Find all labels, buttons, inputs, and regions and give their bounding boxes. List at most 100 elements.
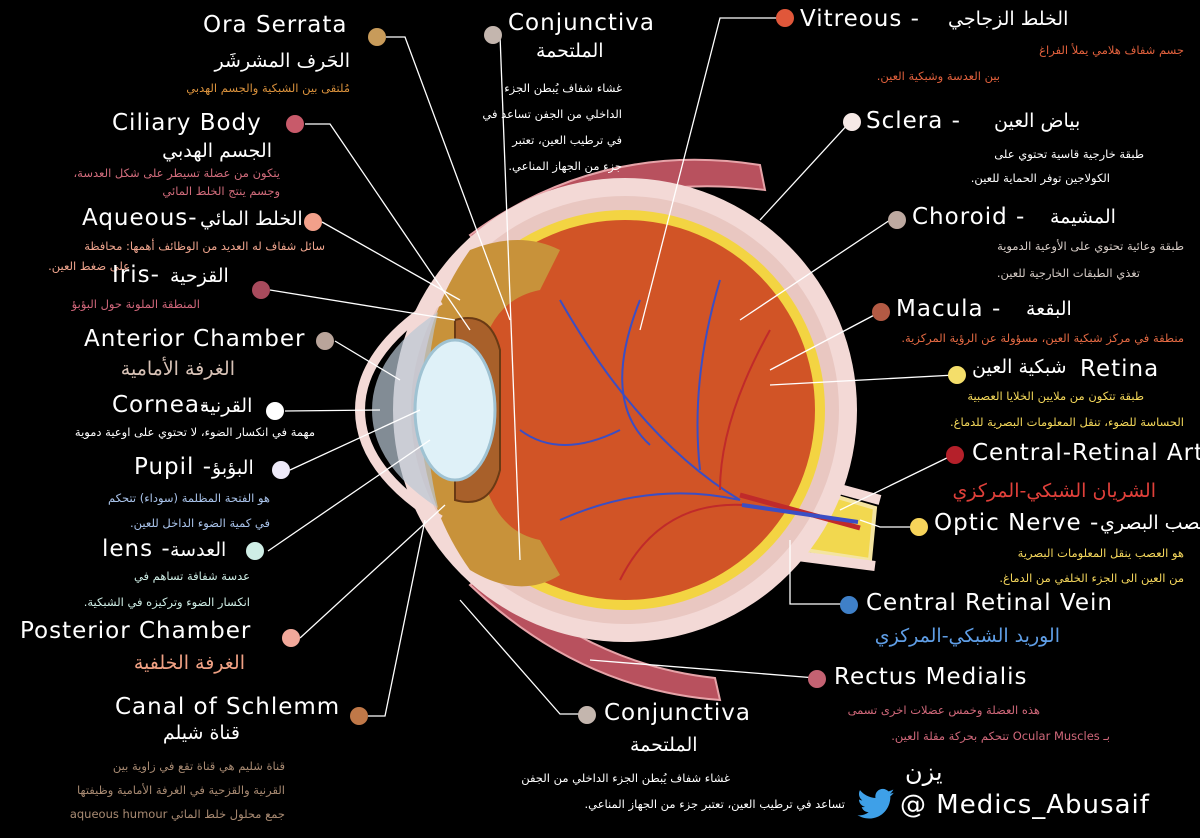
iris-label: Iris- (112, 262, 160, 288)
central-retinal-vein (741, 503, 859, 524)
macula-label: Macula - (896, 296, 1002, 322)
pupil-dot (272, 461, 290, 479)
anterior-chamber-shape (372, 312, 438, 508)
retina-dot (948, 366, 966, 384)
macula-arabic: البقعة (1026, 298, 1072, 320)
sclera-dot (843, 113, 861, 131)
canal-of-schlemm-arabic: قناة شيلم (162, 722, 240, 744)
conjunctiva-bottom-desc-2: تساعد في ترطيب العين، تعتبر جزء من الجها… (584, 797, 845, 811)
central-retinal-vein-arabic: الوريد الشبكي-المركزي (874, 625, 1060, 647)
iris-desc: المنطقة الملونة حول البؤبؤ (71, 297, 200, 311)
cornea-arabic: القرنية (200, 395, 253, 417)
canal-of-schlemm-desc-3: جمع محلول خلط المائي aqueous humour (69, 807, 285, 821)
posterior-chamber-label: Posterior Chamber (20, 618, 252, 644)
pupil-desc-1: هو الفتحة المظلمة (سوداء) تتحكم (108, 491, 270, 505)
conjunctiva-top-desc-4: جزء من الجهاز المناعي. (508, 159, 622, 173)
ora-serrata-dot (368, 28, 386, 46)
aqueous-arabic: الخلط المائي (200, 208, 303, 230)
aqueous-desc-2: على ضغط العين. (48, 259, 130, 273)
optic-nerve-arabic: العصب البصري (1100, 512, 1200, 534)
leader-lines (267, 17, 956, 717)
optic-nerve-desc-2: من العين الى الجزء الخلفي من الدماغ. (999, 571, 1184, 585)
conjunctiva-top-desc-2: الداخلي من الجفن تساعد في (482, 107, 622, 121)
retina-label: Retina (1080, 356, 1160, 382)
sclera-desc-2: الكولاجين توفر الحماية للعين. (970, 171, 1110, 185)
central-retinal-vein-label: Central Retinal Vein (866, 590, 1114, 616)
rectus-medialis-desc-1: هذه العضلة وخمس عضلات اخرى تسمى (847, 703, 1040, 717)
ciliary-body-desc-2: وجسم ينتج الخلط المائي (162, 184, 280, 198)
iris-dot (252, 281, 270, 299)
conjunctiva-bottom-arabic: الملتحمة (630, 734, 698, 756)
vitreous-desc-2: بين العدسة وشبكية العين. (876, 69, 1000, 83)
ora-serrata-desc: مُلتقى بين الشبكية والجسم الهدبي (186, 81, 350, 95)
sclera-label: Sclera - (866, 108, 961, 134)
sclera-arabic: بياض العين (994, 110, 1081, 132)
choroid-label: Choroid - (912, 204, 1026, 230)
canal-of-schlemm-desc-1: قناة شليم هي قناة تقع في زاوية بين (112, 759, 285, 773)
iris-arabic: القزحية (170, 265, 229, 287)
conjunctiva-top-arabic: الملتحمة (536, 40, 604, 62)
vitreous-label: Vitreous - (800, 6, 920, 32)
conjunctiva-bottom-desc-1: غشاء شفاف يُبطن الجزء الداخلي من الجفن (521, 771, 730, 785)
canal-of-schlemm-dot (350, 707, 368, 725)
ciliary-body-arabic: الجسم الهدبي (162, 140, 272, 162)
canal-of-schlemm-desc-2: القرنية والقزحية في الغرفة الأمامية وظيف… (77, 783, 285, 797)
lens-shape (413, 338, 497, 482)
conjunctiva-bottom-label: Conjunctiva (604, 700, 752, 726)
lens-desc-2: انكسار الضوء وتركيزه في الشبكية. (83, 595, 250, 609)
optic-nerve-dot (910, 518, 928, 536)
signature-handle: @ Medics_Abusaif (900, 790, 1150, 820)
choroid-desc-1: طبقة وعائية تحتوي على الأوعية الدموية (997, 239, 1184, 253)
rectus-medialis-label: Rectus Medialis (834, 664, 1028, 690)
retina-desc-1: طبقة تتكون من ملايين الخلايا العصبية (967, 389, 1144, 403)
macula-dot (872, 303, 890, 321)
choroid-dot (888, 211, 906, 229)
ciliary-body-desc-1: يتكون من عضلة تسيطر على شكل العدسة، (73, 166, 280, 180)
conjunctiva-top-dot (484, 26, 502, 44)
lens-desc-1: عدسة شفافة تساهم في (133, 569, 250, 583)
macula-desc: منطقة في مركز شبكية العين، مسؤولة عن الر… (901, 331, 1184, 345)
retinal-vessels (519, 279, 771, 581)
central-retinal-vein-dot (840, 596, 858, 614)
pupil-desc-2: في كمية الضوء الداخل للعين. (130, 516, 270, 530)
retina-arabic: شبكية العين (972, 356, 1067, 378)
lens-arabic: العدسة (170, 539, 227, 561)
anterior-chamber-dot (316, 332, 334, 350)
rectus-medialis-desc-2: بـ Ocular Muscles تتحكم بحركة مقلة العين… (891, 729, 1110, 743)
optic-nerve-label: Optic Nerve - (934, 510, 1100, 536)
central-retinal-art-arabic: الشريان الشبكي-المركزي (952, 480, 1156, 502)
signature-arabic: يزن (905, 758, 943, 786)
cornea-desc: مهمة في انكسار الضوء، لا تحتوي على اوعية… (74, 425, 315, 439)
conjunctiva-bottom-dot (578, 706, 596, 724)
sclera-desc-1: طبقة خارجية قاسية تحتوي على (994, 147, 1144, 161)
choroid-arabic: المشيمة (1050, 206, 1116, 228)
vitreous-desc-1: جسم شفاف هلامي يملأ الفراغ (1039, 43, 1184, 57)
pupil-arabic: البؤبؤ (212, 457, 254, 479)
rectus-medialis-dot (808, 670, 826, 688)
posterior-chamber-arabic: الغرفة الخلفية (133, 652, 245, 674)
cornea-label: Cornea- (112, 392, 210, 418)
cornea-dot (266, 402, 284, 420)
retina-desc-2: الحساسة للضوء، تنقل المعلومات البصرية لل… (949, 415, 1184, 429)
twitter-bird-icon (857, 788, 895, 819)
choroid-desc-2: تغذي الطبقات الخارجية للعين. (996, 266, 1140, 280)
conjunctiva-top-desc-1: غشاء شفاف يُبطن الجزء (504, 81, 622, 95)
anterior-chamber-arabic: الغرفة الأمامية (120, 358, 235, 380)
central-retinal-art-label: Central-Retinal Art. (972, 440, 1200, 466)
pupil-label: Pupil - (134, 454, 213, 480)
conjunctiva-top-desc-3: في ترطيب العين، تعتبر (512, 133, 622, 147)
conjunctiva-top-label: Conjunctiva (508, 10, 656, 36)
vitreous-arabic: الخلط الزجاجي (948, 8, 1069, 30)
lens-dot (246, 542, 264, 560)
aqueous-dot (304, 213, 322, 231)
ora-serrata-arabic: الحَرف المشرشَر (214, 50, 350, 72)
ciliary-body-dot (286, 115, 304, 133)
optic-nerve-desc-1: هو العصب ينقل المعلومات البصرية (1017, 546, 1184, 560)
aqueous-label: Aqueous- (82, 205, 198, 231)
posterior-chamber-dot (282, 629, 300, 647)
lens-label: lens - (102, 536, 171, 562)
ciliary-body-label: Ciliary Body (112, 110, 262, 136)
aqueous-desc-1: سائل شفاف له العديد من الوظائف أهمها: مح… (84, 239, 325, 253)
